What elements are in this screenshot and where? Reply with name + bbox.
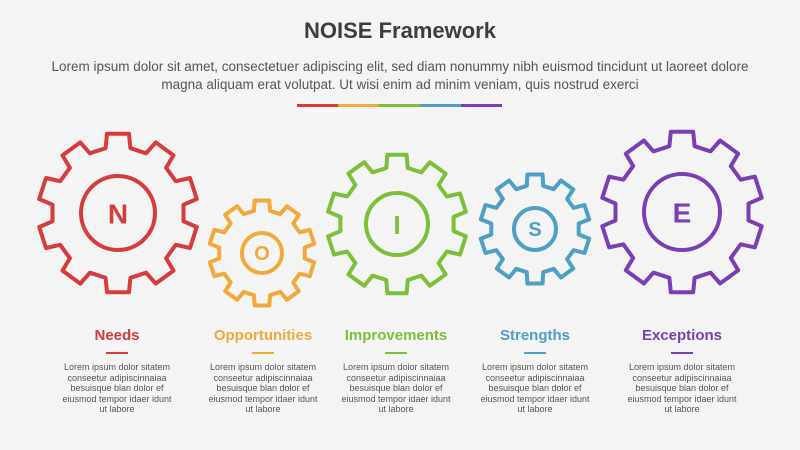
gear-inner-circle — [512, 206, 558, 252]
rainbow-divider — [297, 104, 502, 107]
gear-improvements: I — [326, 152, 468, 296]
column-label: Opportunities — [213, 327, 313, 344]
page-subtitle: Lorem ipsum dolor sit amet, consectetuer… — [51, 59, 749, 92]
column-description: Lorem ipsum dolor sitatem conseetur adip… — [480, 362, 590, 414]
gear-inner-circle — [364, 191, 430, 257]
gear-needs: N — [37, 131, 199, 295]
gear-icon — [37, 131, 199, 295]
column-needs: Needs Lorem ipsum dolor sitatem conseetu… — [42, 326, 192, 415]
rainbow-segment — [338, 104, 379, 107]
column-label: Improvements — [344, 327, 448, 344]
column-description: Lorem ipsum dolor sitatem conseetur adip… — [341, 362, 451, 414]
column-opportunities: Opportunities Lorem ipsum dolor sitatem … — [188, 326, 338, 415]
gear-strengths: S — [478, 172, 592, 286]
column-underline — [524, 352, 546, 354]
gear-icon — [326, 152, 468, 296]
column-improvements: Improvements Lorem ipsum dolor sitatem c… — [321, 326, 471, 415]
gear-letter: E — [673, 198, 692, 229]
column-label: Strengths — [499, 327, 570, 344]
gear-icon — [207, 198, 317, 308]
gear-letter: S — [528, 219, 541, 241]
column-label: Needs — [94, 327, 140, 344]
column-underline — [671, 352, 693, 354]
gear-icon — [478, 172, 592, 286]
gear-icon — [600, 129, 764, 295]
column-description: Lorem ipsum dolor sitatem conseetur adip… — [627, 362, 737, 414]
column-underline — [385, 352, 407, 354]
column-description: Lorem ipsum dolor sitatem conseetur adip… — [62, 362, 172, 414]
column-underline — [106, 352, 128, 354]
column-label: Exceptions — [641, 327, 723, 344]
rainbow-segment — [420, 104, 461, 107]
page-title: NOISE Framework — [304, 18, 496, 43]
column-strengths: Strengths Lorem ipsum dolor sitatem cons… — [460, 326, 610, 415]
gear-inner-circle — [240, 231, 284, 275]
gear-letter: N — [108, 199, 128, 230]
rainbow-segment — [379, 104, 420, 107]
rainbow-segment — [297, 104, 338, 107]
gear-inner-circle — [642, 172, 722, 252]
gear-opportunities: O — [207, 198, 317, 308]
column-exceptions: Exceptions Lorem ipsum dolor sitatem con… — [607, 326, 757, 415]
gear-letter: I — [393, 210, 400, 240]
gear-letter: O — [254, 243, 270, 265]
gear-exceptions: E — [600, 129, 764, 295]
column-underline — [252, 352, 274, 354]
rainbow-segment — [461, 104, 502, 107]
column-description: Lorem ipsum dolor sitatem conseetur adip… — [208, 362, 318, 414]
gear-inner-circle — [79, 174, 157, 252]
